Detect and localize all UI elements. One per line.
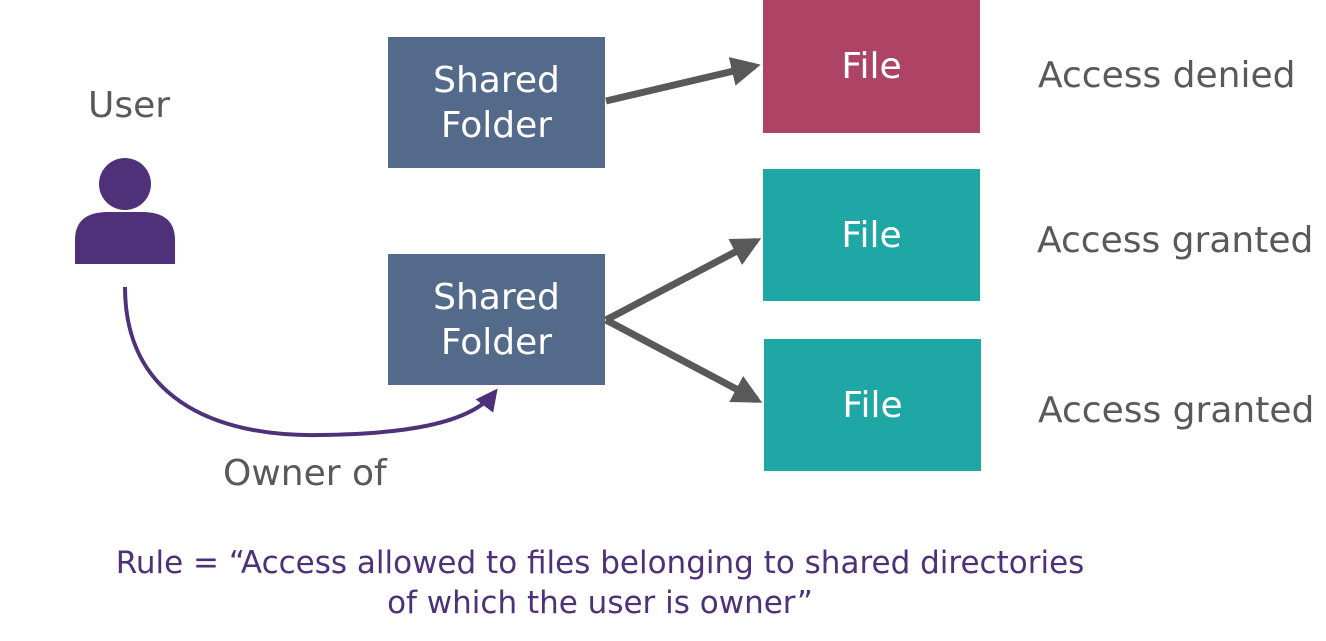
owner-of-arc [123, 286, 498, 438]
status-access-denied: Access denied [1038, 55, 1296, 96]
status-access-granted-1: Access granted [1037, 220, 1314, 261]
user-icon [75, 158, 175, 264]
arrow-folder2-to-file-granted-1 [604, 237, 762, 324]
shared-folder-1-line1: Shared [433, 59, 560, 101]
shared-folder-1-line2: Folder [440, 104, 553, 146]
file-granted-1: File [763, 169, 980, 301]
shared-folder-2-line1: Shared [433, 276, 560, 318]
file-denied-label: File [841, 46, 902, 87]
file-granted-2: File [764, 339, 981, 471]
shared-folder-2: Shared Folder [388, 254, 605, 385]
status-access-granted-2: Access granted [1038, 390, 1315, 431]
file-granted-1-label: File [841, 214, 902, 256]
user-label: User [88, 85, 171, 126]
rule-text-line2: of which the user is owner” [387, 585, 813, 621]
file-granted-2-label: File [842, 384, 903, 426]
rule-text: Rule = “Access allowed to files belongin… [0, 543, 1200, 623]
arrow-folder2-to-file-granted-2 [604, 316, 763, 404]
arrow-folder1-to-file-denied [605, 57, 761, 105]
rule-text-line1: Rule = “Access allowed to files belongin… [115, 545, 1085, 581]
file-denied: File [763, 0, 980, 133]
shared-folder-1: Shared Folder [388, 37, 605, 168]
owner-of-label: Owner of [223, 453, 387, 494]
shared-folder-2-line2: Folder [440, 321, 553, 363]
